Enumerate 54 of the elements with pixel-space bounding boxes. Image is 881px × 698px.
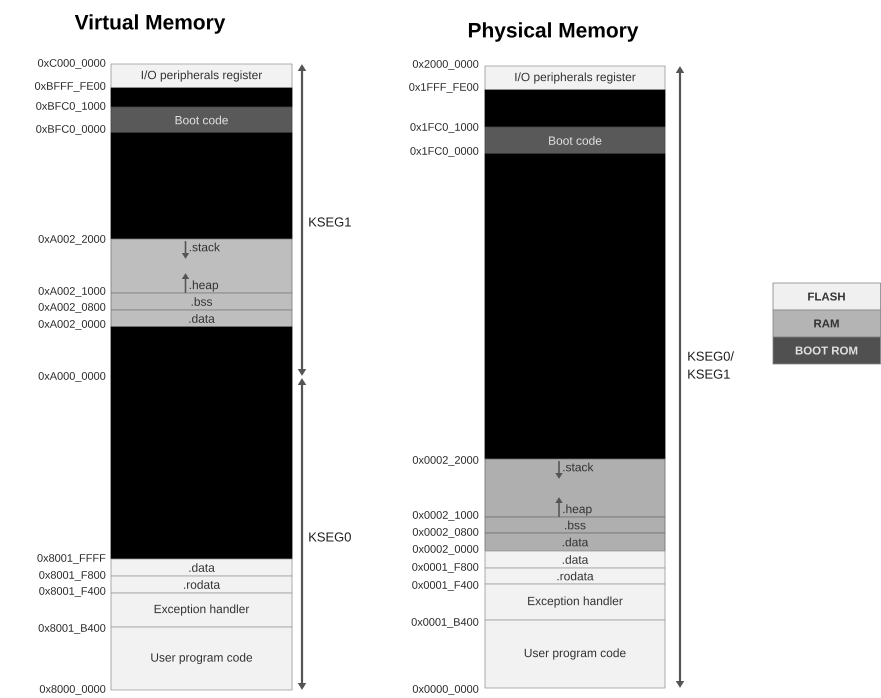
address-label: 0xA000_0000 [38,372,106,382]
unused-region [110,326,292,378]
address-label: 0x0001_B400 [412,618,478,628]
address-label: 0xA002_0000 [38,320,106,330]
legend-label: RAM [814,320,839,328]
address-label: 0xBFFF_FE00 [34,82,106,92]
memory-segment: .data [110,558,292,576]
address-label: 0x8001_F400 [39,587,106,597]
memory-segment: .data [484,550,666,568]
heading: Virtual Memory [74,14,226,34]
segment-label: KSEG0/ KSEG1 [688,351,734,379]
address-label: 0x0002_0800 [412,528,478,538]
memory-segment: .rodata [110,576,292,594]
memory-segment: .bss [484,516,666,534]
memory-segment: User program code [484,620,666,688]
address-label: 0x8001_FFFF [37,554,106,564]
unused-region [484,154,666,460]
address-label: 0xC000_0000 [38,59,106,69]
address-label: 0x0001_F400 [412,581,478,591]
address-label: 0x0001_F800 [412,563,478,573]
memory-segment: I/O peripherals register [110,64,292,88]
address-label: 0x1FC0_1000 [410,123,478,133]
address-label: 0x1FC0_0000 [410,147,478,157]
memory-segment: User program code [110,626,292,690]
memory-segment: .bss [110,292,292,310]
unused-region [484,90,666,128]
segment-label: KSEG0 [309,532,351,542]
address-label: 0xBFC0_1000 [36,102,106,112]
legend-label: FLASH [808,292,845,301]
unused-region [110,88,292,108]
memory-segment: Boot code [110,106,292,134]
heading: Physical Memory [468,22,638,42]
address-label: 0x8001_F800 [39,571,106,581]
memory-segment: Exception handler [110,592,292,628]
address-label: 0xA002_2000 [38,235,106,245]
address-label: 0x0000_0000 [412,685,478,695]
unused-region [110,132,292,240]
address-label: 0x8000_0000 [40,685,106,695]
address-label: 0xA002_0800 [38,303,106,313]
address-label: 0x2000_0000 [412,60,478,70]
address-label: 0x0002_2000 [412,456,478,466]
address-label: 0xBFC0_0000 [36,125,106,135]
memory-segment: .data [110,310,292,328]
memory-segment: I/O peripherals register [484,66,666,90]
address-label: 0x0002_0000 [412,545,478,555]
address-label: 0x8001_B400 [38,624,106,634]
segment-label: KSEG1 [309,217,351,227]
address-label: 0x0002_1000 [412,511,478,521]
memory-segment: .rodata [484,568,666,584]
address-label: 0x1FFF_FE00 [409,83,478,93]
memory-segment: .data [484,532,666,552]
address-label: 0xA002_1000 [38,287,106,297]
memory-segment: Boot code [484,126,666,154]
legend-label: BOOT ROM [796,346,858,355]
